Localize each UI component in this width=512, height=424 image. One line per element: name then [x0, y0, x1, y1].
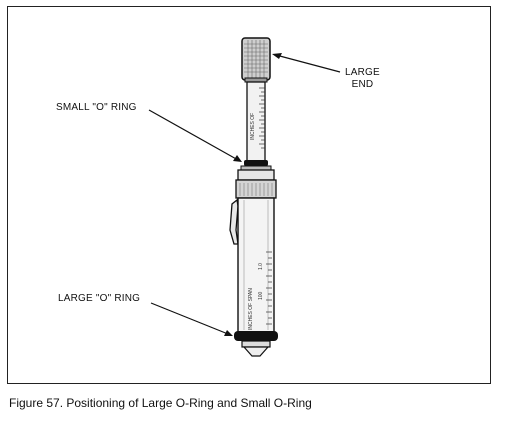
- large-end-label: LARGE END: [345, 67, 380, 91]
- figure-frame: [7, 6, 491, 384]
- large-end-arrow: [272, 53, 341, 73]
- lower-scale-number-2: 100: [258, 291, 264, 300]
- small-o-ring-label: SMALL "O" RING: [56, 102, 137, 113]
- large-o-ring-arrow: [150, 302, 233, 336]
- small-o-ring: [244, 160, 268, 166]
- large-end-label-line1: LARGE: [345, 67, 380, 78]
- lower-scale-text: INCHES OF SPAN: [248, 288, 254, 330]
- small-o-ring-arrow: [148, 109, 242, 162]
- large-o-ring: [234, 331, 278, 341]
- lower-scale-number-1: 1.0: [258, 263, 264, 270]
- upper-scale-text: INCHES OF: [250, 113, 256, 140]
- upper-scale-tube: INCHES OF: [246, 81, 266, 163]
- pocket-clip: [229, 198, 239, 245]
- main-barrel: INCHES OF SPAN 1.0 100: [237, 197, 275, 333]
- large-o-ring-label: LARGE "O" RING: [58, 293, 141, 304]
- large-end-cap: [241, 37, 271, 83]
- tool-tip: [241, 340, 271, 357]
- large-end-label-line2: END: [351, 79, 374, 90]
- collar: [235, 169, 277, 199]
- figure-caption: Figure 57. Positioning of Large O-Ring a…: [9, 396, 312, 410]
